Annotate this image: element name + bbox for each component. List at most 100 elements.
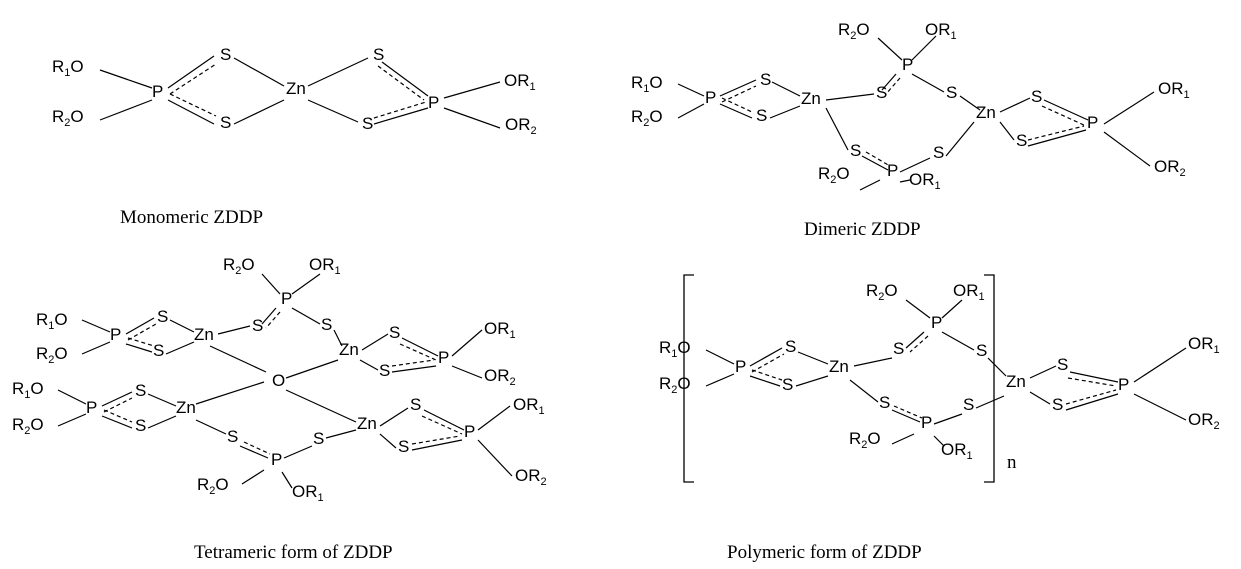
poly-p-top: P [931,313,942,332]
dim-p-left: P [705,88,716,107]
bond-33 [861,155,889,171]
poly-zn-right: Zn [1006,372,1026,391]
dim-r1o-left: R1O [631,73,663,95]
bond-28 [769,105,801,119]
bond-21 [677,83,705,97]
bond-102 [705,373,735,387]
bond-110 [849,379,879,403]
bond-4 [167,99,215,125]
poly-or1-bot: OR1 [941,440,973,462]
poly-or1-top: OR1 [953,281,985,303]
bond-20 [911,73,945,93]
caption-tetrameric: Tetrameric form of ZDDP [194,542,393,563]
bond-6 [233,57,285,87]
tet-p-c: P [86,398,97,417]
bond-75 [101,415,133,429]
dashed-bond-19 [885,77,901,95]
poly-r2o-bot: R2O [849,429,881,451]
bond-84 [423,409,465,431]
tet-s-top-l: S [252,316,263,335]
bond-77 [147,393,177,407]
polymer-left-bracket [683,274,694,483]
bond-101 [705,349,735,365]
tet-or2-d: OR2 [515,466,547,488]
tet-zn-b: Zn [339,340,359,359]
tet-zn-a: Zn [194,325,214,344]
bond-122 [1065,393,1119,411]
bond-30 [825,107,849,151]
poly-s-top-l: S [893,339,904,358]
dashed-bond-99 [909,335,929,353]
dashed-bond-24 [721,85,757,103]
bond-100 [941,331,975,351]
dashed-bond-49 [265,311,281,329]
mono-zn: Zn [286,79,306,98]
bond-80 [195,419,227,435]
bond-79 [195,381,265,405]
bond-48 [261,307,277,325]
poly-or1-right: OR1 [1188,334,1220,356]
tet-r2o-top: R2O [223,255,255,277]
mono-or2: OR2 [505,115,537,137]
dim-s-bot-r: S [933,143,944,162]
dim-s-right-1: S [1031,87,1042,106]
dashed-bond-87 [411,435,461,445]
bond-116 [933,435,945,447]
bond-45 [1103,131,1151,167]
dashed-bond-5 [169,93,217,117]
poly-r1o: R1O [659,338,691,360]
dim-or1-bot: OR1 [909,170,941,192]
bond-1 [99,99,153,121]
dim-s-right-2: S [1016,131,1027,150]
tet-r2o-a: R2O [36,344,68,366]
dim-s-top-l: S [876,83,887,102]
bond-119 [1029,391,1051,405]
bond-58 [165,341,195,355]
tet-p-b: P [438,348,449,367]
dashed-bond-92 [243,441,271,455]
tet-s-c2: S [135,416,146,435]
dim-p-top: P [902,55,913,74]
bond-36 [859,179,881,191]
polymer-repeat-n: n [1007,452,1017,473]
tet-o-center: O [272,371,285,390]
bond-62 [361,333,389,351]
tet-s-a1: S [157,307,168,326]
tet-zn-c: Zn [176,398,196,417]
dim-s-top-r: S [946,83,957,102]
bond-72 [57,413,87,427]
bond-10 [381,61,429,97]
bond-117 [975,395,1005,409]
bond-109 [853,357,893,367]
dashed-bond-67 [391,359,435,367]
tet-s-d1: S [410,395,421,414]
poly-s-right-1: S [1057,355,1068,374]
poly-r2o: R2O [659,374,691,396]
poly-zn-left: Zn [829,357,849,376]
bond-115 [891,433,915,445]
bond-44 [1103,91,1155,125]
bond-64 [401,337,439,357]
mono-s1: S [220,45,231,64]
bond-8 [307,57,369,87]
caption-monomeric: Monomeric ZDDP [120,207,263,228]
dashed-bond-74 [103,397,133,413]
bond-38 [999,97,1031,113]
tet-p-a: P [110,325,121,344]
bond-68 [451,329,483,357]
mono-s3: S [373,45,384,64]
bond-40 [1043,99,1089,121]
bond-53 [125,317,155,335]
bond-91 [239,445,269,459]
bond-57 [169,319,195,333]
bond-103 [749,347,783,367]
dim-p-right: P [1087,113,1098,132]
tet-s-d2: S [398,437,409,456]
bond-42 [1027,129,1087,147]
bond-124 [1133,347,1187,383]
bond-60 [209,345,267,373]
bond-98 [905,331,925,349]
dim-s-bot-l: S [850,141,861,160]
dashed-bond-106 [751,369,783,381]
